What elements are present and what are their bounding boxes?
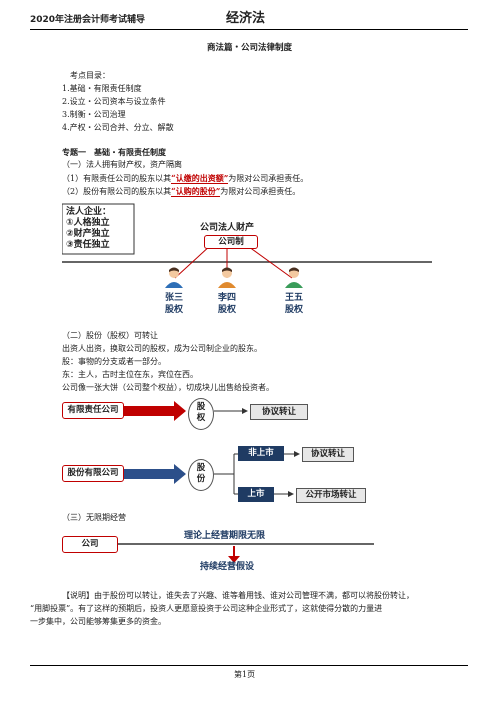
note-line: 一步集中，公司能够筹集更多的资金。 [30,617,166,626]
paragraph-jsc: （2）股份有限公司的股东以其“认购的股份”为限对公司承担责任。 [62,186,301,197]
note-line: “用脚投票”。有了这样的预期后，投资人更愿意投资于公司这种企业形式了，这就使得分… [30,604,383,613]
jsc-box: 股份有限公司 [62,465,124,482]
shareholder-role: 股权 [284,305,303,315]
legal-item: ①人格独立 [66,218,110,228]
shares-circle: 股份 [188,459,214,491]
unlisted-transfer-box: 协议转让 [302,447,354,462]
toc-heading: 考点目录： [70,71,110,80]
paragraph: 公司像一张大饼（公司整个权益），切成块儿出售给投资者。 [62,383,274,392]
continuity-diagram: 公司 理论上经营期限无限 持续经营假设 [62,530,382,572]
property-label: 公司法人财产 [200,223,255,233]
legal-entity-diagram: 法人企业： ①人格独立 ②财产独立 ③责任独立 公司法人财产 公司制 张三 股权… [62,202,432,324]
highlight-subscribed: “认缴的出资额” [171,173,229,184]
shareholder-role: 股权 [164,305,183,315]
toc-item: 2.设立・公司资本与设立条件 [62,97,166,106]
shareholder-lisi: 李四 股权 [207,266,247,324]
header-center: 经济法 [226,11,266,26]
legal-box-border [62,203,135,255]
legal-item: ②财产独立 [66,229,110,239]
toc-item: 1.基础・有限责任制度 [62,84,142,93]
page-title: 商法篇・公司法律制度 [207,43,293,53]
legal-title: 法人企业： [66,207,112,217]
shareholder-name: 王五 [284,293,303,303]
legal-item: ③责任独立 [66,240,110,250]
header-left: 2020年注册会计师考试辅导 [30,15,146,25]
company-box: 公司 [62,536,118,553]
section-heading: （二）股份（股权）可转让 [62,331,158,340]
header-rule [30,29,468,30]
llc-box: 有限责任公司 [62,402,124,419]
paragraph-llc: （1）有限责任公司的股东以其“认缴的出资额”为限对公司承担责任。 [62,173,309,184]
shareholder-name: 张三 [164,293,183,303]
topic-heading: 专题一 基础・有限责任制度 [62,147,166,157]
footer-rule [30,665,468,666]
person-icon [218,267,236,288]
transfer-arrows [124,401,300,497]
equity-label: 股权 [196,402,206,423]
agreement-transfer-box: 协议转让 [250,404,308,420]
equity-circle: 股权 [188,398,214,430]
paragraph: （一）法人拥有财产权，资产隔离 [62,160,182,169]
company-box: 公司制 [204,235,258,249]
person-icon [285,267,303,288]
arrow-left [174,241,215,279]
shares-label: 股份 [196,463,206,484]
unlisted-box: 非上市 [238,446,284,461]
shareholder-name: 李四 [217,293,236,303]
public-market-transfer-box: 公开市场转让 [296,488,366,503]
shareholder-zhangsan: 张三 股权 [154,266,194,324]
assumption-label: 持续经营假设 [200,562,255,572]
arrow-right [242,242,293,279]
toc-item: 3.制衡・公司治理 [62,110,126,119]
page-number: 第1页 [234,670,256,679]
blue-arrow [124,464,186,484]
highlight-shares: “认购的股份” [171,186,221,197]
paragraph: 东：主人，古时主位在东，宾位在西。 [62,370,198,379]
share-transfer-diagram: 有限责任公司 股权 协议转让 股份有限公司 股份 非上市 协议转让 上市 公开市… [62,398,392,506]
section-heading: （三）无限期经营 [62,513,126,522]
theory-label: 理论上经营期限无限 [184,531,266,541]
red-arrow [124,401,186,421]
paragraph: 出资人出资，换取公司的股权，成为公司制企业的股东。 [62,344,262,353]
toc-item: 4.产权・公司合并、分立、解散 [62,123,174,132]
paragraph: 股：事物的分支或者一部分。 [62,357,166,366]
person-icon [165,267,183,288]
listed-box: 上市 [238,487,274,502]
note-line: 【说明】由于股份可以转让，谁失去了兴趣、谁等着用钱、谁对公司管理不满，都可以将股… [62,591,414,600]
continuity-lines [118,543,374,563]
diagram-lines [62,203,432,279]
shareholder-wangwu: 王五 股权 [274,266,314,324]
shareholder-role: 股权 [217,305,236,315]
